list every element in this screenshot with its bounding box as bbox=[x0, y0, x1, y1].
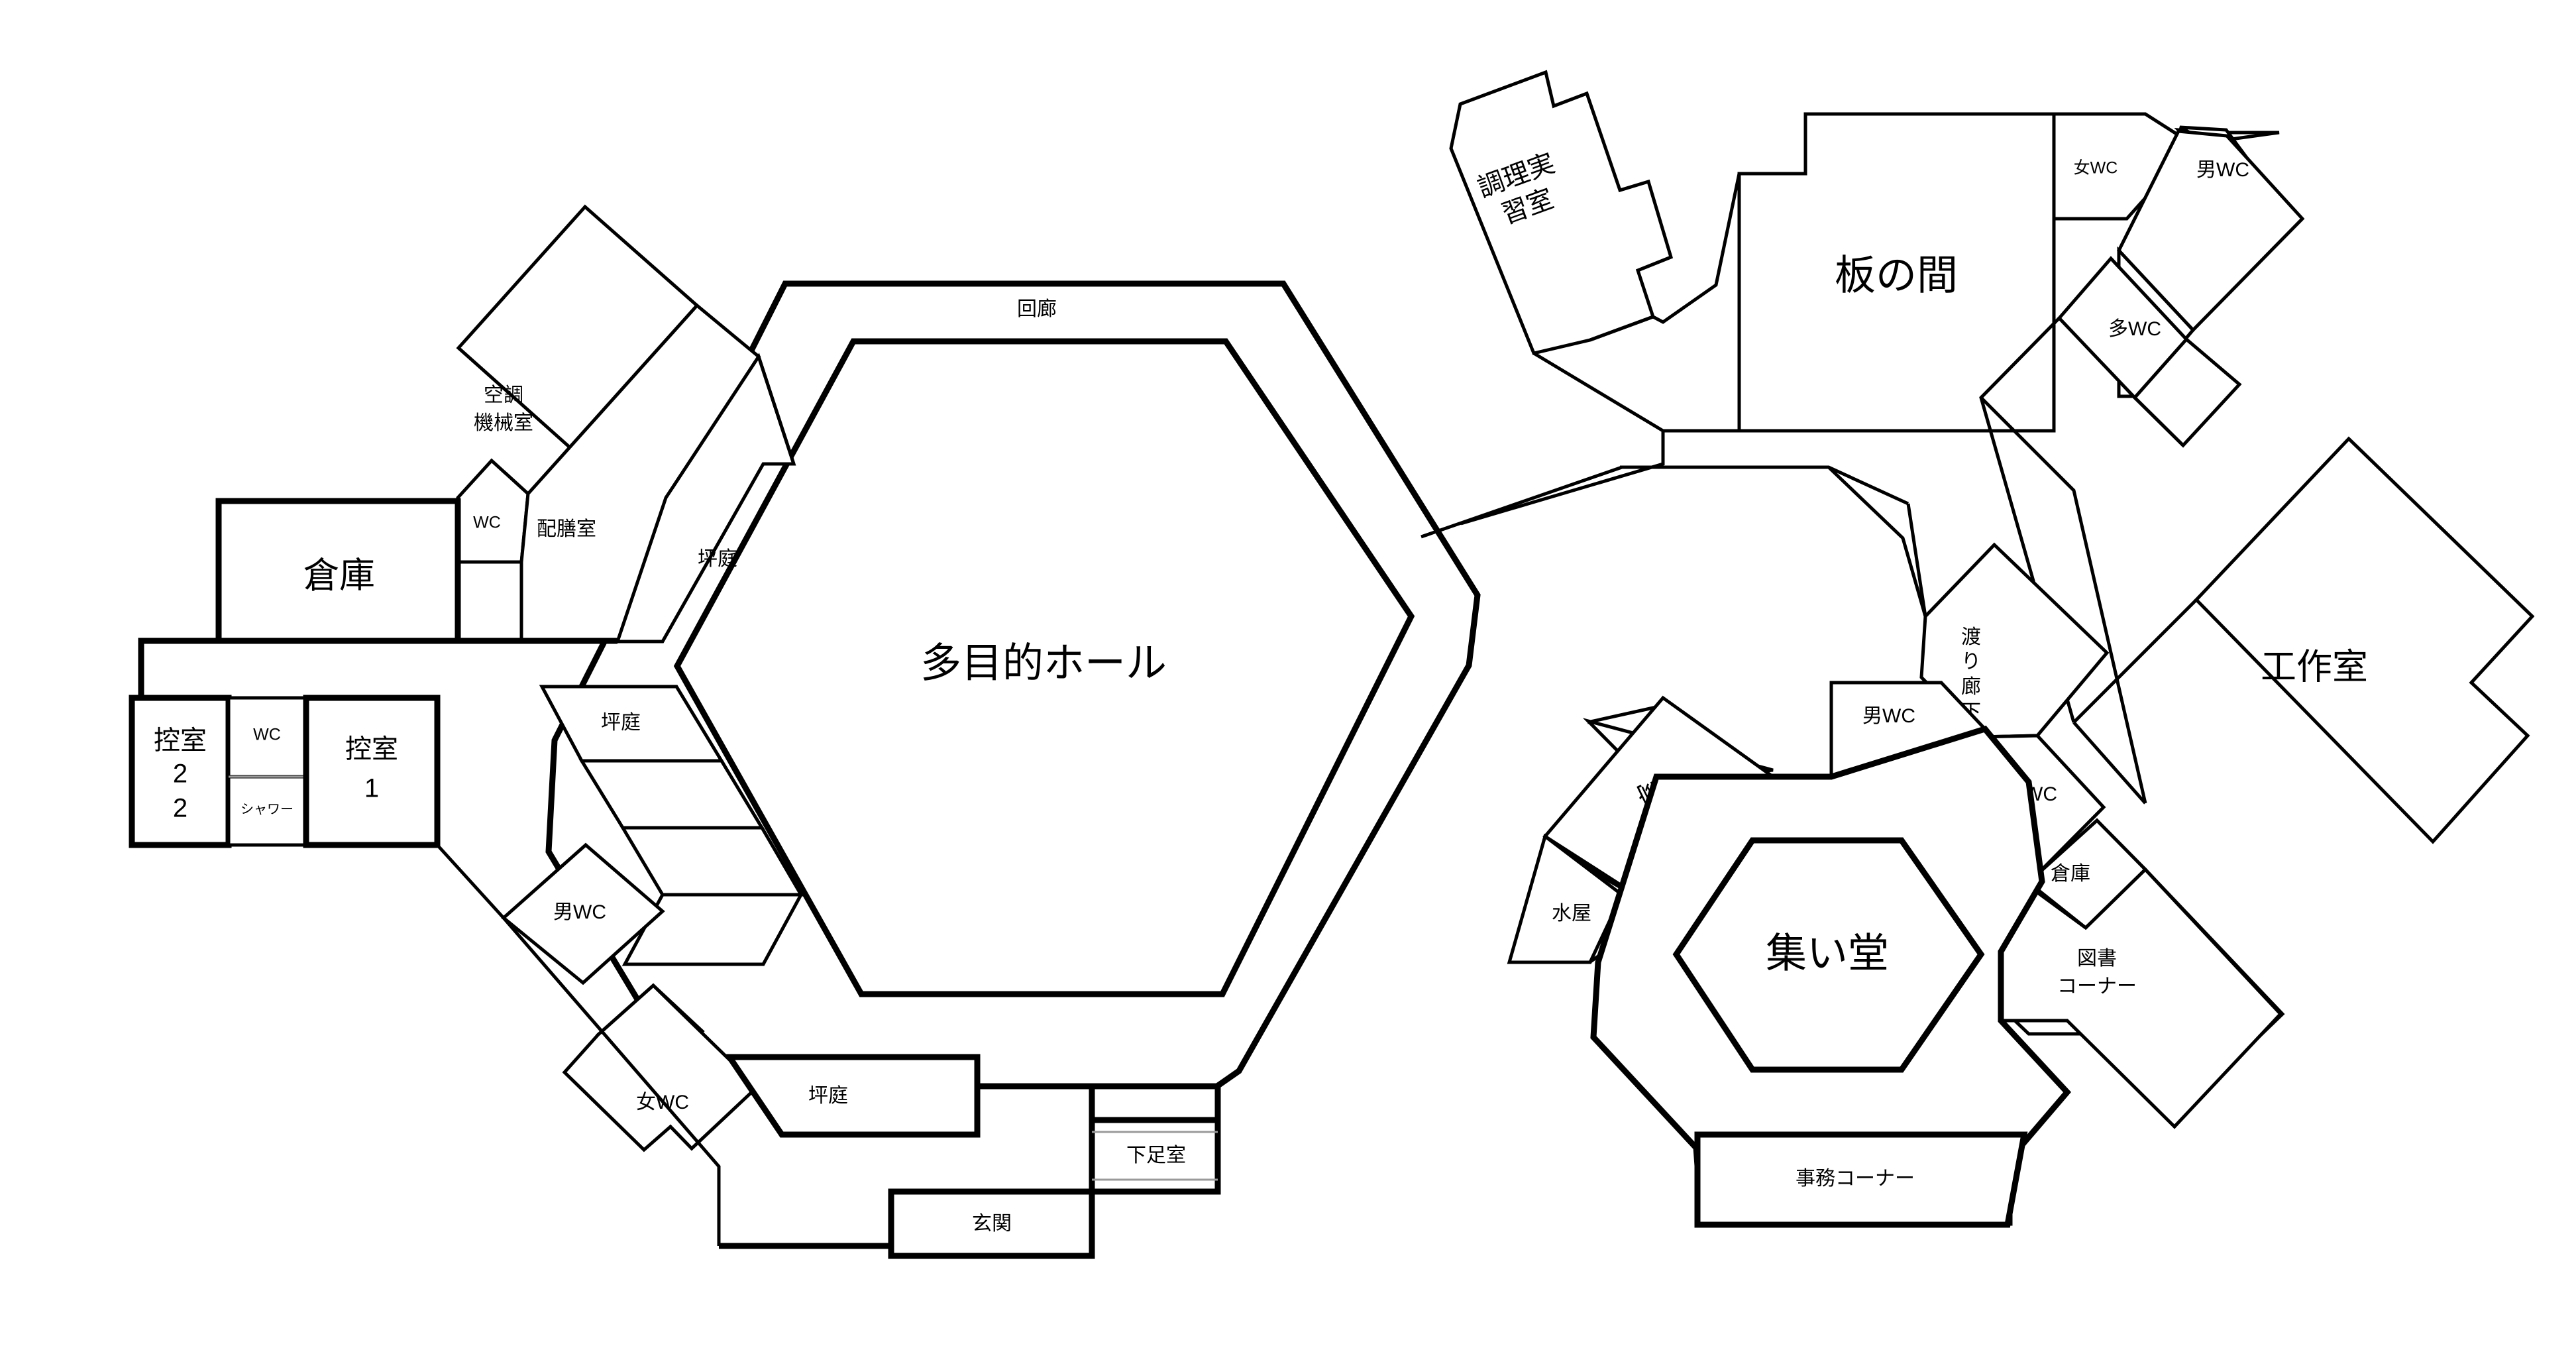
label-tsuboniwa-north: 坪庭 bbox=[698, 548, 737, 570]
room-tsuboniwa-mid[interactable]: 坪庭 bbox=[539, 685, 804, 966]
room-hikaeshitsu-1[interactable]: 控室 1 bbox=[303, 695, 441, 848]
room-hikaeshitsu-2[interactable]: 控室 2 2 bbox=[129, 695, 232, 848]
wall-corridor-west-outer bbox=[502, 917, 721, 1246]
label-hikaeshitsu-2-line1: 控室 bbox=[154, 726, 207, 756]
room-jo-wc-west[interactable]: 女WC bbox=[562, 983, 760, 1152]
label-tosho-line1: 図書 bbox=[2077, 948, 2117, 970]
label-haizenshitsu: 配膳室 bbox=[537, 518, 596, 540]
room-wc-hikae[interactable]: WC bbox=[227, 696, 308, 779]
room-tsuboniwa-south[interactable]: 坪庭 bbox=[724, 1054, 981, 1138]
wall-connector-west bbox=[138, 638, 617, 698]
wall-itanoma-bottom-band bbox=[1620, 465, 1909, 506]
label-hikaeshitsu-2-line2: 2 bbox=[173, 759, 188, 789]
room-tsuboniwa-north[interactable]: 坪庭 bbox=[615, 353, 796, 644]
room-dan-wc-west[interactable]: 男WC bbox=[501, 842, 665, 985]
room-gesokushitsu[interactable]: 下足室 bbox=[1089, 1117, 1221, 1195]
room-kousakushitsu[interactable]: 工作室 bbox=[2072, 436, 2535, 844]
label-hikaeshitsu-2-number: 2 bbox=[173, 794, 188, 823]
label-itanoma: 板の間 bbox=[1835, 253, 1958, 298]
room-kucho-kikaishitsu[interactable]: 空調 機械室 bbox=[456, 204, 700, 450]
wall-chouri-lower-edge bbox=[1589, 315, 1654, 342]
label-dan-wc-east-south: 男WC bbox=[1862, 705, 1915, 727]
label-tosho-line2: コーナー bbox=[2057, 976, 2137, 997]
label-mizuya: 水屋 bbox=[1552, 903, 1591, 925]
room-tosho-corner[interactable]: 図書 コーナー bbox=[1999, 867, 2285, 1129]
label-wc-kucho: WC bbox=[473, 514, 501, 532]
label-shower: シャワー bbox=[241, 802, 294, 816]
label-jimu-corner: 事務コーナー bbox=[1796, 1168, 1915, 1190]
room-jimu-corner[interactable]: 事務コーナー bbox=[1694, 1131, 2028, 1228]
label-ta-wc-east: 多WC bbox=[2108, 318, 2161, 340]
label-hikaeshitsu-1-number: 1 bbox=[364, 774, 379, 803]
east-building: 調理実 習室 板の間 bbox=[1421, 70, 2535, 1228]
label-hikaeshitsu-1-line1: 控室 bbox=[345, 735, 398, 764]
label-wc-hikae: WC bbox=[253, 726, 281, 744]
wall-watari-left bbox=[1827, 466, 1927, 617]
wall-lower-left-east bbox=[1421, 465, 1623, 539]
label-kairo: 回廊 bbox=[1017, 298, 1057, 320]
label-souko-west: 倉庫 bbox=[303, 555, 375, 595]
wall-east-west-edge bbox=[1460, 431, 1665, 526]
label-dan-wc-west: 男WC bbox=[553, 901, 606, 923]
room-genkan[interactable]: 玄関 bbox=[888, 1188, 1095, 1259]
room-dan-wc-east-north[interactable]: 男WC bbox=[2116, 125, 2305, 333]
label-kucho-line2: 機械室 bbox=[474, 412, 533, 434]
wall-chouri-to-itanoma-upper bbox=[1652, 173, 1741, 324]
label-souko-east: 倉庫 bbox=[2051, 863, 2090, 885]
room-jo-wc-east-north[interactable]: 女WC bbox=[2052, 112, 2196, 221]
room-souko-west[interactable]: 倉庫 bbox=[215, 498, 461, 644]
wall-east-cell-join bbox=[2133, 396, 2184, 447]
wall-east-band-inner bbox=[1980, 396, 2147, 804]
label-gesokushitsu: 下足室 bbox=[1126, 1145, 1186, 1166]
label-tsuboniwa-south: 坪庭 bbox=[808, 1085, 848, 1107]
wall-kousaku-left bbox=[2072, 598, 2198, 724]
west-building: 回廊 多目的ホール 空調 機械室 WC 倉庫 配膳室 坪庭 bbox=[129, 204, 1481, 1259]
label-watari-line1: 渡 bbox=[1961, 626, 1981, 648]
label-watari-line3: 廊 bbox=[1961, 676, 1981, 698]
room-shower[interactable]: シャワー bbox=[227, 775, 308, 847]
wall-east-band-close bbox=[2072, 721, 2147, 805]
wall-hikae-to-corridor bbox=[436, 844, 505, 919]
label-genkan: 玄関 bbox=[972, 1213, 1012, 1235]
room-itanoma[interactable]: 板の間 bbox=[1737, 112, 2056, 433]
room-tsudoido[interactable]: 集い堂 bbox=[1590, 725, 2072, 1196]
label-tsudoido: 集い堂 bbox=[1766, 930, 1889, 976]
label-kucho-line1: 空調 bbox=[484, 384, 523, 406]
label-tamokuteki-hall: 多目的ホール bbox=[920, 640, 1167, 686]
label-watari-line2: り bbox=[1961, 651, 1981, 673]
label-jo-wc-east-north: 女WC bbox=[2074, 159, 2118, 178]
label-kousakushitsu: 工作室 bbox=[2261, 647, 2368, 687]
label-dan-wc-east-north: 男WC bbox=[2196, 159, 2249, 181]
wall-watari-up bbox=[1906, 503, 1927, 617]
label-tsuboniwa-mid: 坪庭 bbox=[601, 712, 641, 734]
